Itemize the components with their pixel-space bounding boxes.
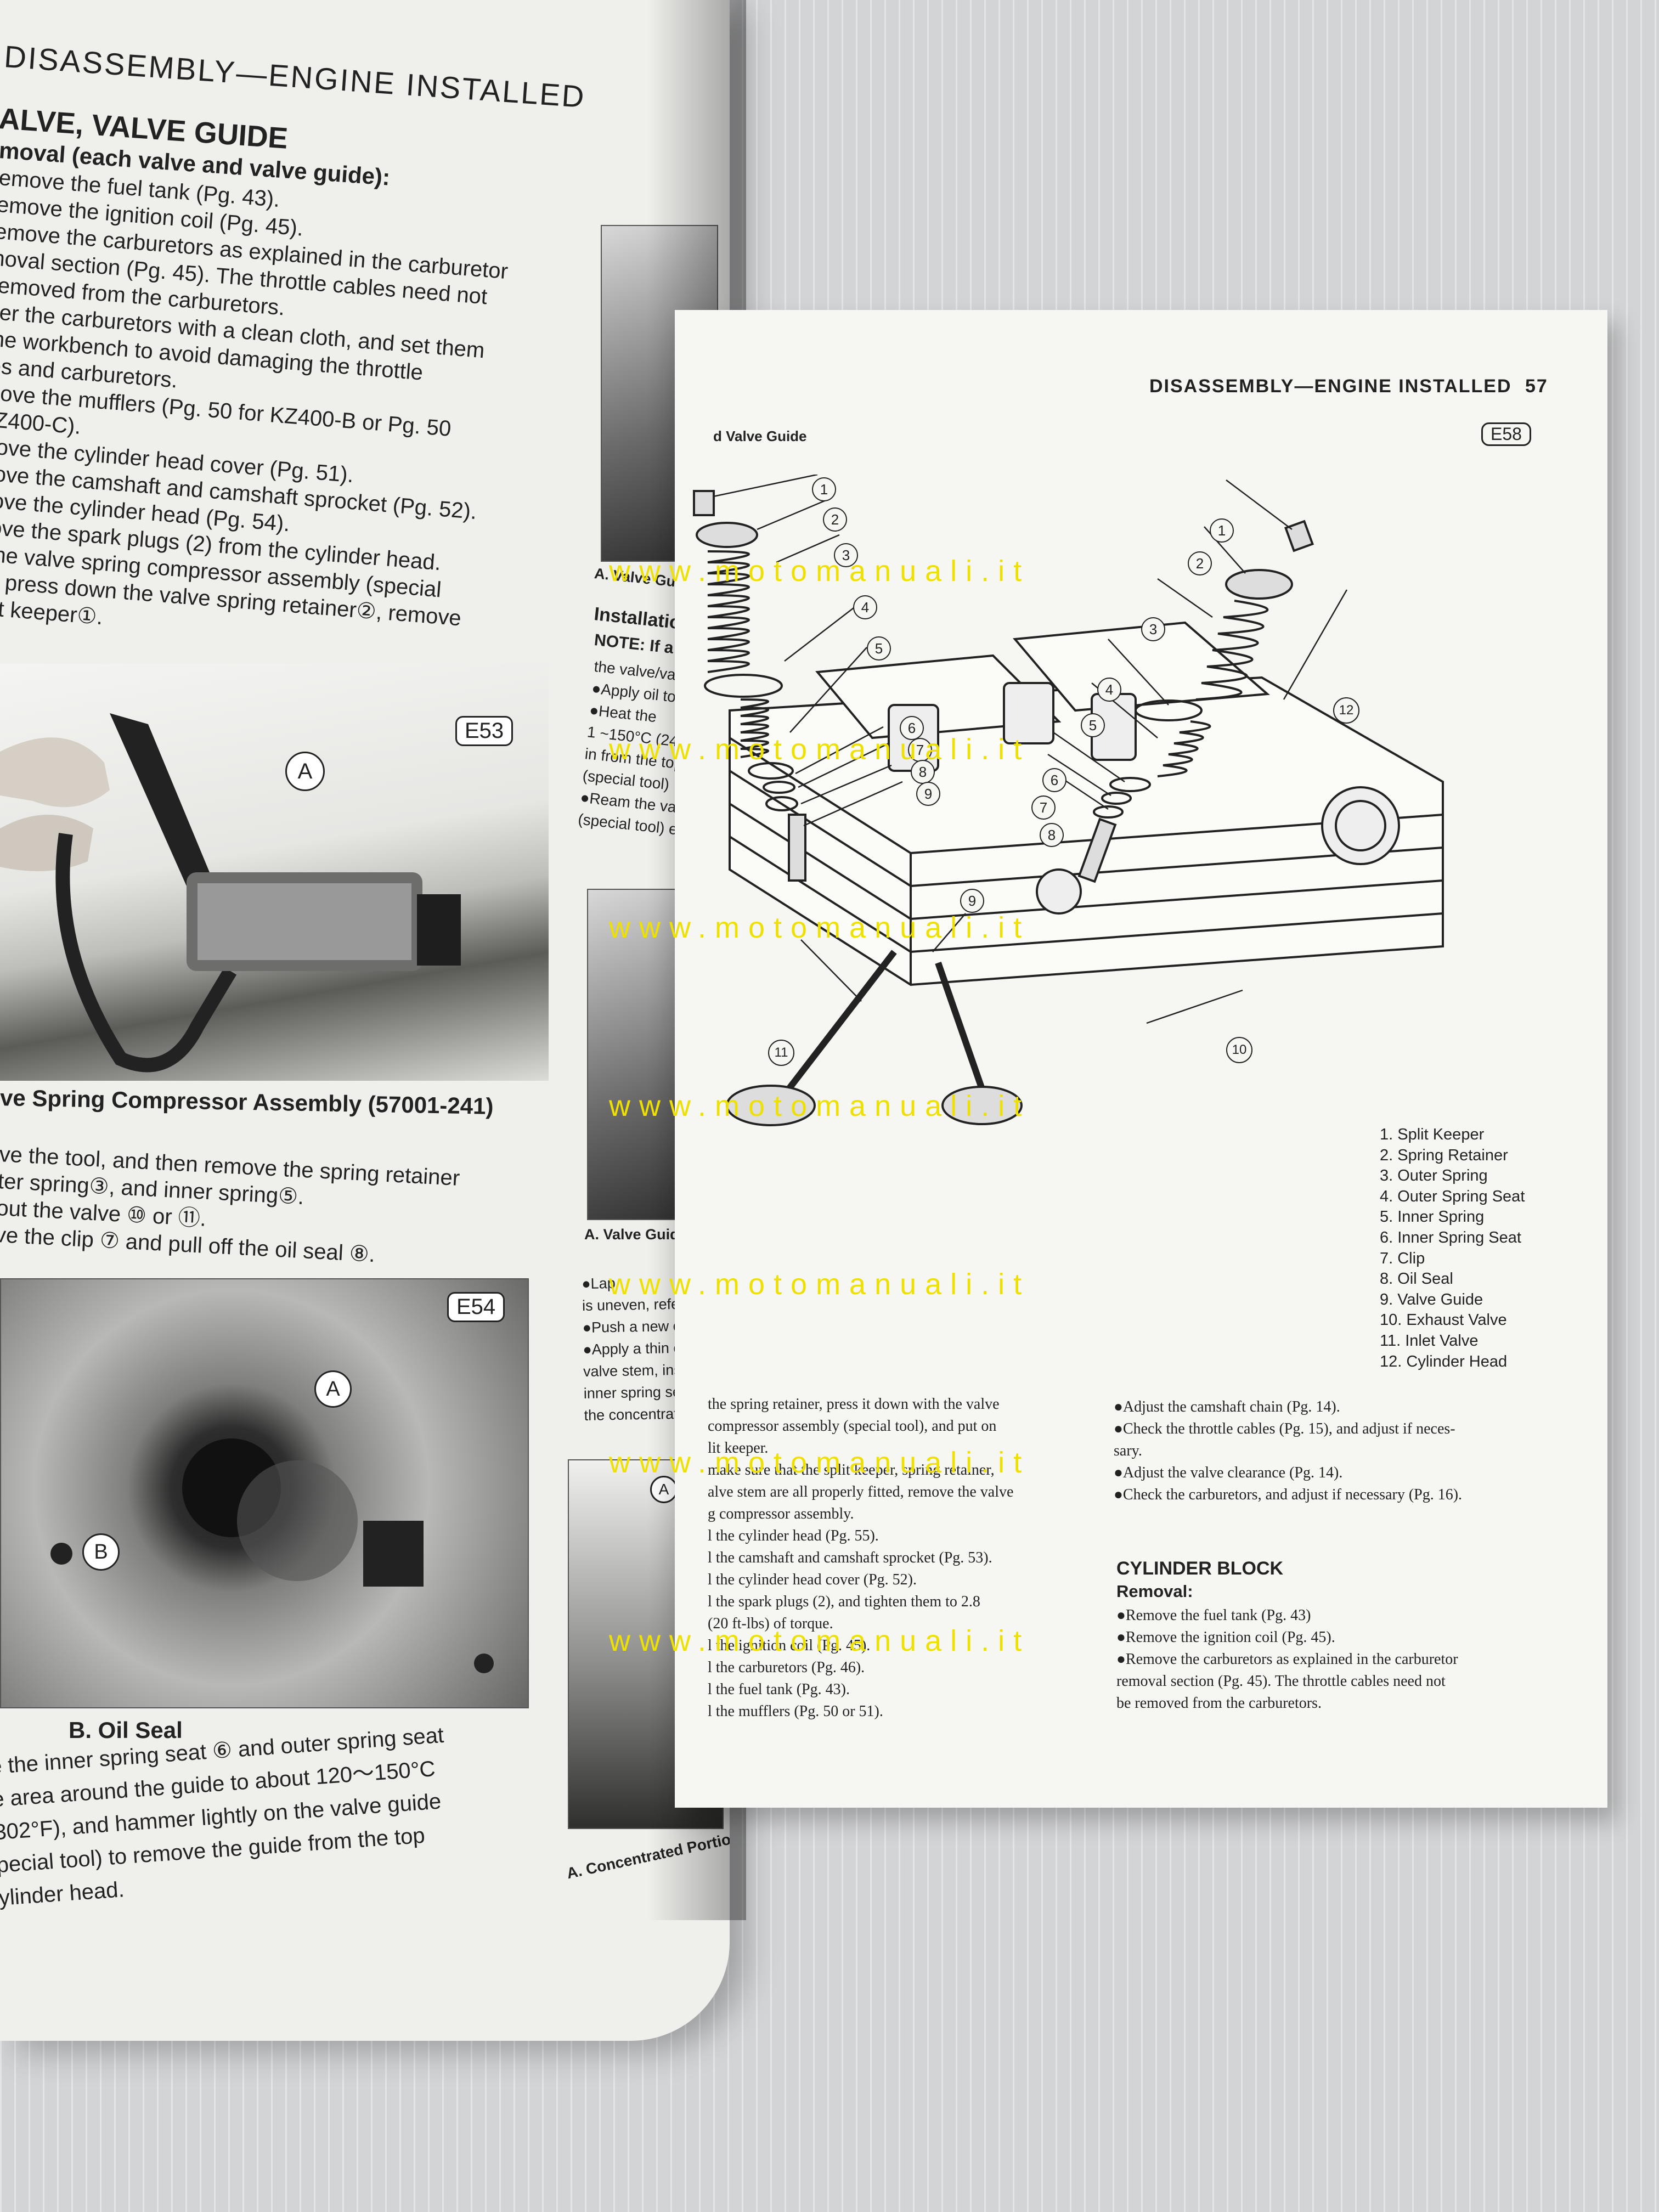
legend-item: 8. Oil Seal bbox=[1380, 1270, 1453, 1288]
step-line: be removed from the carburetors. bbox=[1116, 1695, 1322, 1712]
callout-number: 7 bbox=[1031, 795, 1056, 820]
step-line: make sure that the split keeper, spring … bbox=[708, 1462, 995, 1479]
callout-number: 8 bbox=[1040, 823, 1064, 847]
step-line: alve stem are all properly fitted, remov… bbox=[708, 1483, 1014, 1500]
figure-e53-label: E53 bbox=[455, 716, 514, 746]
callout-number: 10 bbox=[1226, 1037, 1252, 1063]
callout-number: 5 bbox=[867, 636, 891, 661]
left-running-head: DISASSEMBLY—ENGINE INSTALLED bbox=[3, 38, 587, 114]
watermark: www.motomanuali.it bbox=[609, 1090, 1031, 1122]
legend-item: 7. Clip bbox=[1380, 1249, 1425, 1267]
watermark: www.motomanuali.it bbox=[609, 555, 1031, 588]
callout-number: 8 bbox=[911, 760, 935, 784]
step-line: removal section (Pg. 45). The throttle c… bbox=[1116, 1673, 1446, 1690]
steps-mid: ve the tool, and then remove the spring … bbox=[0, 1141, 460, 1273]
step-line: ●Check the throttle cables (Pg. 15), and… bbox=[1114, 1420, 1455, 1437]
callout-number: 3 bbox=[1141, 617, 1165, 641]
step-line: (20 ft-lbs) of torque. bbox=[708, 1615, 833, 1632]
parts-legend: 1. Split Keeper 2. Spring Retainer 3. Ou… bbox=[1380, 1125, 1525, 1372]
legend-item: 3. Outer Spring bbox=[1380, 1167, 1488, 1185]
step-line: l the mufflers (Pg. 50 or 51). bbox=[708, 1703, 883, 1720]
figure-title: d Valve Guide bbox=[713, 428, 807, 444]
legend-item: 9. Valve Guide bbox=[1380, 1290, 1483, 1308]
callout-a-concentrated: A bbox=[650, 1476, 678, 1503]
step-line: l the camshaft and camshaft sprocket (Pg… bbox=[708, 1549, 992, 1566]
caption-e53: ve Spring Compressor Assembly (57001-241… bbox=[0, 1085, 494, 1119]
legend-item: 4. Outer Spring Seat bbox=[1380, 1187, 1525, 1205]
left-page: DISASSEMBLY—ENGINE INSTALLED ALVE, VALVE… bbox=[0, 0, 730, 2041]
legend-item: 1. Split Keeper bbox=[1380, 1126, 1485, 1143]
step-line: lit keeper. bbox=[708, 1440, 769, 1457]
callout-number: 2 bbox=[823, 507, 847, 532]
cylinder-block-heading: CYLINDER BLOCK bbox=[1116, 1558, 1284, 1579]
step-line: sary. bbox=[1114, 1442, 1142, 1459]
legend-item: 12. Cylinder Head bbox=[1380, 1352, 1508, 1370]
callout-number: 2 bbox=[1188, 551, 1212, 575]
watermark: www.motomanuali.it bbox=[609, 1624, 1031, 1657]
step-line: ●Adjust the valve clearance (Pg. 14). bbox=[1114, 1464, 1343, 1481]
callout-number: 1 bbox=[1210, 518, 1234, 543]
right-running-head: DISASSEMBLY—ENGINE INSTALLED bbox=[1149, 376, 1512, 397]
cylinder-head-exploded-diagram bbox=[693, 475, 1444, 1126]
legend-item: 6. Inner Spring Seat bbox=[1380, 1228, 1521, 1246]
legend-item: 10. Exhaust Valve bbox=[1380, 1311, 1507, 1329]
step-line: the spring retainer, press it down with … bbox=[708, 1396, 1000, 1413]
step-line: l the cylinder head (Pg. 55). bbox=[708, 1527, 879, 1544]
cylinder-block-steps: ●Remove the fuel tank (Pg. 43) ●Remove t… bbox=[1116, 1605, 1458, 1714]
steps-top: emove the fuel tank (Pg. 43). emove the … bbox=[0, 165, 513, 661]
legend-item: 2. Spring Retainer bbox=[1380, 1146, 1508, 1164]
figure-e54-photo bbox=[0, 1278, 529, 1708]
steps-bottom: e the inner spring seat ⑥ and outer spri… bbox=[0, 1719, 454, 1915]
page-number: 57 bbox=[1525, 376, 1548, 397]
step-line: l the ignition coil (Pg. 45). bbox=[708, 1637, 871, 1654]
step-line: l the spark plugs (2), and tighten them … bbox=[708, 1593, 980, 1610]
callout-number: 3 bbox=[834, 543, 858, 567]
callout-number: 5 bbox=[1081, 713, 1105, 737]
caption-e54: B. Oil Seal bbox=[69, 1717, 183, 1743]
step-line: l the cylinder head cover (Pg. 52). bbox=[708, 1571, 917, 1588]
callout-number: 12 bbox=[1333, 697, 1359, 724]
callout-number: 9 bbox=[916, 782, 940, 806]
right-page: DISASSEMBLY—ENGINE INSTALLED 57 d Valve … bbox=[675, 310, 1607, 1808]
callout-number: 6 bbox=[900, 716, 924, 740]
step-line: l the carburetors (Pg. 46). bbox=[708, 1659, 865, 1676]
oil-seal-illustration bbox=[50, 1438, 494, 1673]
step-line: ●Remove the carburetors as explained in … bbox=[1116, 1651, 1458, 1668]
callout-number: 6 bbox=[1042, 768, 1066, 792]
cylinder-block-removal-label: Removal: bbox=[1116, 1582, 1193, 1601]
installation-steps-column: the spring retainer, press it down with … bbox=[708, 1393, 1013, 1723]
legend-item: 5. Inner Spring bbox=[1380, 1208, 1485, 1226]
watermark: www.motomanuali.it bbox=[609, 911, 1031, 944]
step-line: ●Remove the ignition coil (Pg. 45). bbox=[1116, 1629, 1335, 1646]
step-line: l the fuel tank (Pg. 43). bbox=[708, 1681, 850, 1698]
adjustment-steps-column: ●Adjust the camshaft chain (Pg. 14). ●Ch… bbox=[1114, 1396, 1462, 1506]
step-line: ●Remove the fuel tank (Pg. 43) bbox=[1116, 1607, 1311, 1624]
watermark: www.motomanuali.it bbox=[609, 733, 1031, 766]
callout-number: 11 bbox=[768, 1040, 794, 1066]
callout-b-e54: B bbox=[82, 1533, 120, 1571]
callout-number: 4 bbox=[1097, 678, 1121, 702]
step-line: g compressor assembly. bbox=[708, 1505, 854, 1522]
step-line: compressor assembly (special tool), and … bbox=[708, 1418, 997, 1435]
callout-number: 1 bbox=[812, 477, 836, 501]
callout-a-e54: A bbox=[314, 1370, 352, 1408]
callout-a-e53: A bbox=[285, 752, 325, 791]
legend-item: 11. Inlet Valve bbox=[1380, 1331, 1479, 1350]
step-line: ●Adjust the camshaft chain (Pg. 14). bbox=[1114, 1398, 1340, 1415]
valve-spring-compressor-illustration bbox=[0, 713, 461, 1073]
figure-e58-label: E58 bbox=[1481, 422, 1531, 446]
watermark: www.motomanuali.it bbox=[609, 1446, 1031, 1479]
figure-e54-label: E54 bbox=[447, 1292, 505, 1322]
watermark: www.motomanuali.it bbox=[609, 1268, 1031, 1301]
callout-number: 4 bbox=[853, 595, 877, 619]
callout-number: 9 bbox=[960, 889, 984, 913]
step-line: ●Check the carburetors, and adjust if ne… bbox=[1114, 1486, 1463, 1503]
